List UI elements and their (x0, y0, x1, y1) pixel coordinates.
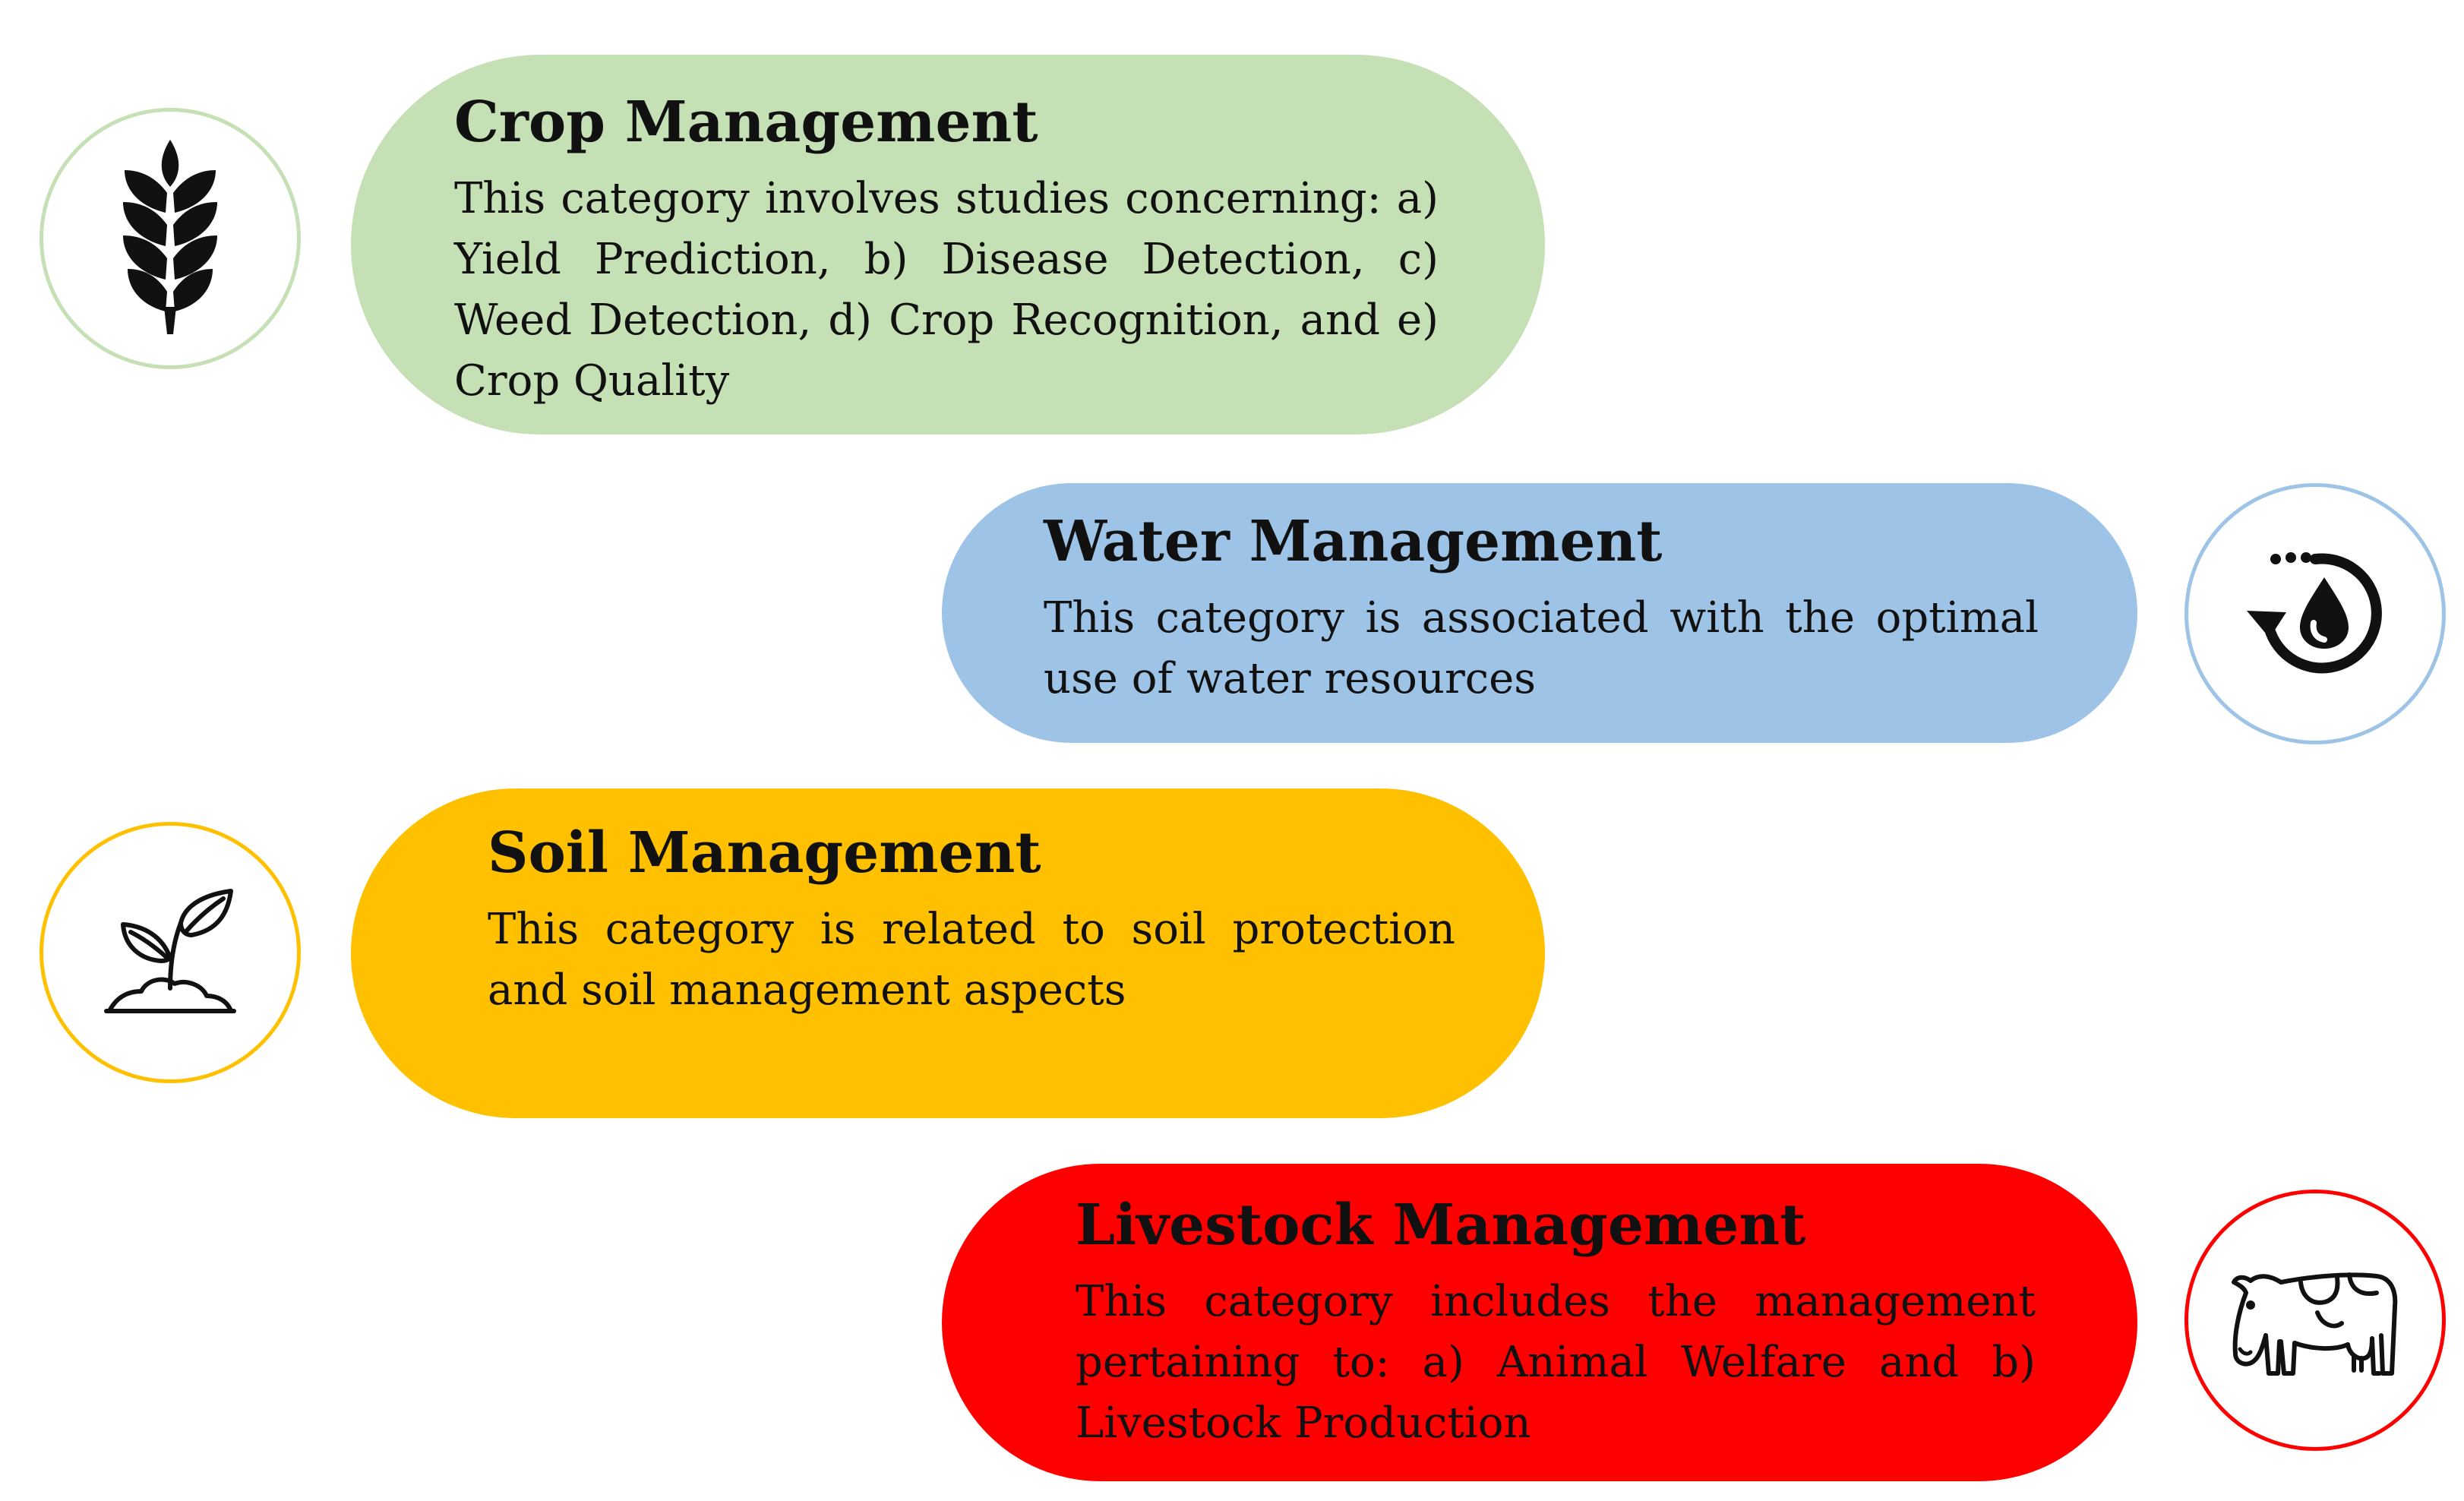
water-management-card: Water Management This category is associ… (942, 483, 2137, 743)
cow-icon (2232, 1272, 2398, 1376)
livestock-management-card: Livestock Management This category inclu… (942, 1164, 2137, 1481)
livestock-management-title: Livestock Management (1076, 1193, 1806, 1258)
water-drop-cycle-icon (2247, 552, 2382, 674)
crop-management-description: This category involves studies concernin… (454, 174, 1439, 406)
soil-management-title: Soil Management (488, 820, 1041, 886)
wheat-icon (123, 140, 217, 334)
crop-management-title: Crop Management (454, 90, 1038, 155)
soil-management-card: Soil Management This category is related… (351, 788, 1545, 1118)
crop-icon-circle (39, 108, 301, 369)
water-icon-circle (2184, 483, 2446, 744)
livestock-icon-circle (2184, 1190, 2446, 1451)
water-management-title: Water Management (1044, 509, 1663, 574)
soil-icon-circle (39, 822, 301, 1083)
sprout-icon (104, 889, 236, 1013)
livestock-management-description: This category includes the management pe… (1076, 1277, 2036, 1448)
soil-management-description: This category is related to soil protect… (488, 905, 1455, 1015)
crop-management-card: Crop Management This category involves s… (351, 55, 1545, 434)
water-management-description: This category is associated with the opt… (1044, 593, 2039, 703)
